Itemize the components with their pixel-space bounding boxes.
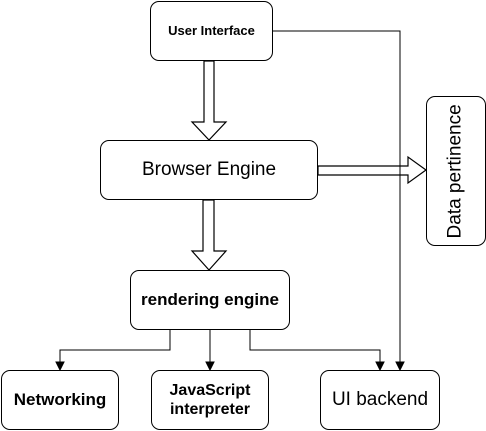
user-interface-node: User Interface <box>150 1 273 61</box>
edge-rendering-to-ui-backend <box>249 330 381 362</box>
data-persistence-node: Data pertinence <box>426 96 486 246</box>
rendering-engine-label: rendering engine <box>141 289 279 309</box>
browser-engine-label: Browser Engine <box>141 158 277 180</box>
edge-ui-to-ui-backend <box>273 30 401 362</box>
arrowhead-js <box>205 361 215 372</box>
arrowhead-ui-backend-right <box>395 361 405 372</box>
rendering-engine-node: rendering engine <box>130 270 290 330</box>
arrowhead-ui-backend-left <box>375 361 385 372</box>
edge-browser-engine-to-rendering-engine <box>190 199 228 271</box>
javascript-interpreter-node: JavaScript interpreter <box>151 370 269 430</box>
javascript-interpreter-label-line2: interpreter <box>169 401 251 418</box>
user-interface-label: User Interface <box>168 23 255 39</box>
edge-rendering-to-networking <box>59 330 171 362</box>
browser-engine-node: Browser Engine <box>100 140 318 200</box>
ui-backend-label: UI backend <box>331 388 429 410</box>
javascript-interpreter-label-line1: JavaScript <box>169 381 251 399</box>
networking-label: Networking <box>13 389 107 409</box>
networking-node: Networking <box>1 370 119 430</box>
data-persistence-label: Data pertinence <box>444 103 466 239</box>
ui-backend-node: UI backend <box>320 370 440 430</box>
edge-browser-engine-to-data-pertinence <box>317 155 428 185</box>
arrowhead-networking <box>55 361 65 372</box>
edge-ui-to-browser-engine <box>190 60 228 141</box>
